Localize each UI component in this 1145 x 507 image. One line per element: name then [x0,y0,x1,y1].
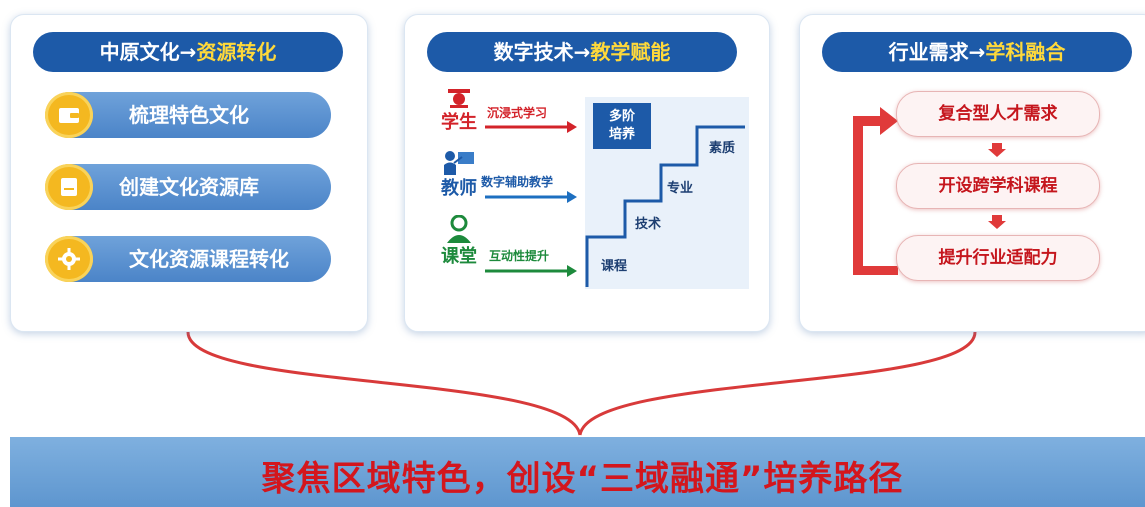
arrow-classroom-label: 互动性提升 [489,249,550,263]
digital-panel-title: 数字技术→教学赋能 [427,32,737,72]
student-icon [448,89,470,108]
industry-item-3: 提升行业适配力 [896,235,1100,281]
culture-title-accent: 资源转化 [196,40,277,64]
multi-line2: 培养 [608,127,635,142]
database-icon [45,164,93,210]
arrow-teacher [485,191,577,203]
arrow-student [485,121,577,133]
wallet-icon [45,92,93,138]
classroom-icon [447,214,471,243]
digital-title-accent: 教学赋能 [590,40,671,64]
culture-item-3: 文化资源课程转化 [45,236,331,282]
role-teacher: 教师 [435,149,483,199]
role-teacher-label: 教师 [441,178,477,199]
industry-item-2: 开设跨学科课程 [896,163,1100,209]
industry-title-main: 行业需求→ [888,40,986,64]
digital-title-main: 数字技术→ [493,40,591,64]
culture-item-2: 创建文化资源库 [45,164,331,210]
step-quality: 素质 [709,141,736,156]
banner-text: 聚焦区域特色，创设“三域融通”培养路径 [261,459,904,499]
loop-arrow [853,107,898,275]
role-classroom-label: 课堂 [441,246,477,267]
gear-icon [45,236,93,282]
role-student: 学生 [435,85,483,133]
down-arrow-1 [988,143,1006,157]
step-tech: 技术 [635,217,662,232]
culture-title-main: 中原文化→ [99,40,197,64]
industry-title-accent: 学科融合 [985,40,1066,64]
industry-panel-title: 行业需求→学科融合 [822,32,1132,72]
arrow-classroom [485,265,577,277]
culture-panel: 中原文化→资源转化 梳理特色文化 创建文化资源库 文化资源课程转化 [10,14,368,332]
teacher-icon [444,151,474,175]
stairs-line [585,125,745,287]
arrow-teacher-label: 数字辅助教学 [481,175,554,189]
down-arrow-2 [988,215,1006,229]
industry-item-1: 复合型人才需求 [896,91,1100,137]
bottom-banner: 聚焦区域特色，创设“三域融通”培养路径 [10,437,1145,507]
arrow-student-label: 沉浸式学习 [487,106,548,120]
culture-item-3-label: 文化资源课程转化 [129,247,289,271]
culture-item-1-label: 梳理特色文化 [129,103,249,127]
culture-panel-title: 中原文化→资源转化 [33,32,343,72]
multi-line1: 多阶 [608,109,635,124]
role-classroom: 课堂 [435,214,483,267]
role-student-label: 学生 [441,112,477,133]
step-major: 专业 [667,181,694,196]
multi-level-box: 多阶 培养 [593,103,651,149]
culture-item-1: 梳理特色文化 [45,92,331,138]
step-course: 课程 [601,259,628,274]
industry-panel: 行业需求→学科融合 复合型人才需求 开设跨学科课程 提升行业适配力 [799,14,1145,332]
culture-item-2-label: 创建文化资源库 [119,175,259,199]
digital-panel: 数字技术→教学赋能 学生 教师 课堂 沉浸式学习 数字辅助教学 互动性提升 多阶… [404,14,770,332]
